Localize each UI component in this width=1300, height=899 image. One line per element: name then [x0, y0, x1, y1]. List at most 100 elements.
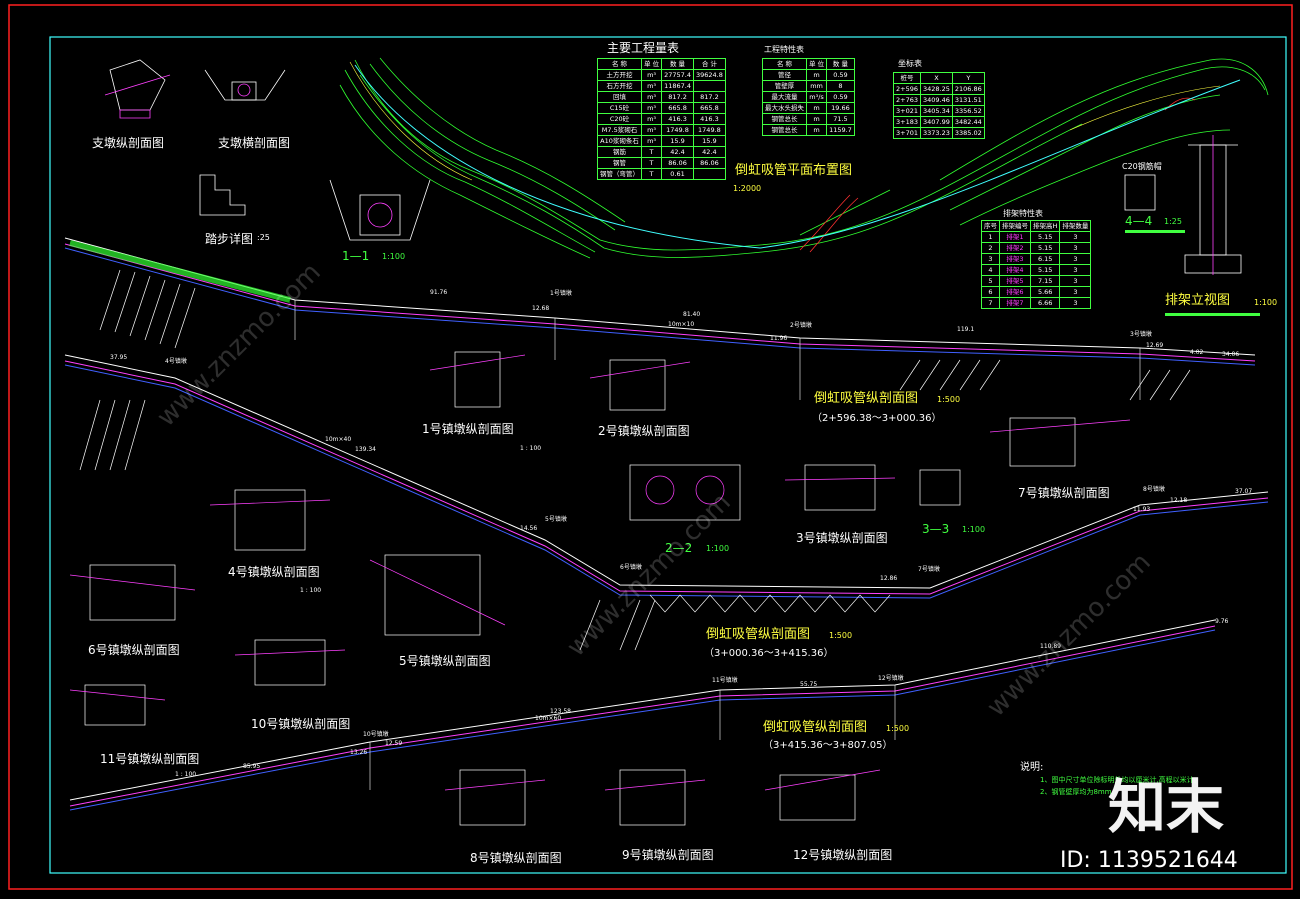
bent-elevation-sketch [1124, 135, 1242, 275]
main-table-row-cell: 名 称 [597, 58, 642, 70]
p2-anchor-7: 7号镇墩 [918, 566, 940, 573]
bent-table-row-cell: 7.15 [1029, 275, 1061, 287]
anchor-4-scale: 1 : 100 [300, 587, 322, 594]
bent-table-row-cell: 3 [1059, 275, 1092, 287]
support-long-sketch [104, 59, 171, 119]
step-detail-scale: :25 [257, 233, 270, 242]
main-table-row-cell: m³ [640, 91, 663, 103]
feature-table-row-cell: 0.59 [826, 69, 855, 81]
feature-table-row-cell: 钢管总长 [762, 124, 807, 136]
section-11-sketch [329, 179, 431, 241]
coord-table-row-cell: X [920, 72, 953, 84]
main-table-row-cell: M7.5浆砌石 [597, 124, 642, 136]
watermark-id: ID: 1139521644 [1060, 848, 1238, 873]
p2-spacing: 10m×40 [325, 436, 352, 443]
p2-dim-6: 11.93 [1133, 506, 1151, 513]
feature-table-row-cell: 1159.7 [826, 124, 855, 136]
anchor-6-title: 6号镇墩纵剖面图 [88, 643, 180, 657]
bent-table-row-cell: 排架5 [999, 275, 1031, 287]
p2-dim-2: 139.34 [355, 446, 376, 453]
plan-title: 倒虹吸管平面布置图 [735, 163, 853, 178]
section-33-title: 3—3 [922, 522, 950, 536]
bent-table-row-cell: 排架3 [999, 253, 1031, 265]
coord-table-row-cell: 3+021 [893, 105, 921, 117]
coord-table-row-cell: 桩号 [893, 72, 921, 84]
anchor-1-title: 1号镇墩纵剖面图 [422, 422, 514, 436]
bent-table-row-cell: 3 [1059, 286, 1092, 298]
feature-table-row-cell: 0.59 [826, 91, 855, 103]
main-table-row-cell: 钢筋 [597, 146, 642, 158]
bent-table-row-cell: 3 [1059, 264, 1092, 276]
anchor-11-scale: 1 : 100 [175, 771, 197, 778]
coord-table-row-cell: 3428.25 [920, 83, 953, 95]
section-33-scale: 1:100 [962, 525, 986, 534]
note-1: 1、图中尺寸单位除标明外均以厘米计,高程以米计。 [1040, 776, 1201, 784]
p2-dim-1: 37.95 [110, 354, 128, 361]
bent-table-row-cell: 6 [981, 286, 1000, 298]
feature-table-row-cell: 最大水头损失 [762, 102, 807, 114]
profile-1 [64, 237, 1256, 401]
note-2: 2、钢管壁厚均为8mm。 [1040, 788, 1119, 796]
bent-table-row-cell: 1 [981, 231, 1000, 243]
feature-table-title: 工程特性表 [764, 45, 804, 54]
bent-table-row-cell: 4 [981, 264, 1000, 276]
support-long-title: 支墩纵剖面图 [92, 136, 165, 150]
main-table-row-cell: 钢管 [597, 157, 642, 169]
main-table-row-cell: m³ [640, 80, 663, 92]
bent-table-row-cell: 排架6 [999, 286, 1031, 298]
main-table-row-cell: m³ [640, 69, 663, 81]
main-table-row-cell: 817.2 [692, 91, 726, 103]
section-11-title: 1—1 [342, 249, 370, 263]
main-table-row-cell: 15.9 [661, 135, 694, 147]
p1-dim-2: 81.40 [683, 311, 701, 318]
p2-dim-7: 12.18 [1170, 497, 1188, 504]
main-table-row-cell: T [640, 168, 663, 180]
bent-table-row-cell: 排架编号 [999, 220, 1031, 232]
coord-table-row-cell: 3407.99 [920, 116, 953, 128]
bent-elevation-scale: 1:100 [1254, 298, 1278, 307]
profile-3-range: （3+415.36～3+807.05） [763, 740, 893, 751]
bent-table-title: 排架特性表 [1003, 209, 1043, 218]
bent-table-row-cell: 5.15 [1029, 264, 1061, 276]
feature-table-row-cell: mm [805, 80, 828, 92]
support-trans-sketch [204, 69, 286, 101]
main-table-row-cell: 钢管（弯管） [597, 168, 642, 180]
p3-spacing: 10m×60 [535, 715, 562, 722]
main-table-row-cell: 土方开挖 [597, 69, 642, 81]
p2-anchor-6: 6号镇墩 [620, 564, 642, 571]
section-22-title: 2—2 [665, 541, 693, 555]
p3-dim-3: 55.75 [800, 681, 818, 688]
main-table-row-cell: 27757.4 [661, 69, 694, 81]
anchor-12-title: 12号镇墩纵剖面图 [793, 848, 893, 862]
coord-table-row-cell: 3+701 [893, 127, 921, 139]
section-44-scale: 1:25 [1164, 217, 1182, 226]
anchor-sketches [69, 351, 1131, 826]
outer-border [8, 4, 1293, 890]
p1-spacing: 10m×10 [668, 321, 695, 328]
feature-table-row-cell: 名 称 [762, 58, 807, 70]
bent-table-row-cell: 排架4 [999, 264, 1031, 276]
main-table-row-cell: 416.3 [661, 113, 694, 125]
bent-table-row-cell: 3 [981, 253, 1000, 265]
coord-table-row-cell: 2+596 [893, 83, 921, 95]
main-table-row-cell: T [640, 146, 663, 158]
feature-table-row-cell: m [805, 102, 828, 114]
coord-table-row-cell: 3405.34 [920, 105, 953, 117]
bent-table-row-cell: 排架1 [999, 231, 1031, 243]
anchor-9-title: 9号镇墩纵剖面图 [622, 848, 714, 862]
main-table-row-cell: C15砼 [597, 102, 642, 114]
p2-anchor-5: 5号镇墩 [545, 516, 567, 523]
p1-dim-5: 12.69 [1146, 342, 1164, 349]
bent-table-row-cell: 排架2 [999, 242, 1031, 254]
